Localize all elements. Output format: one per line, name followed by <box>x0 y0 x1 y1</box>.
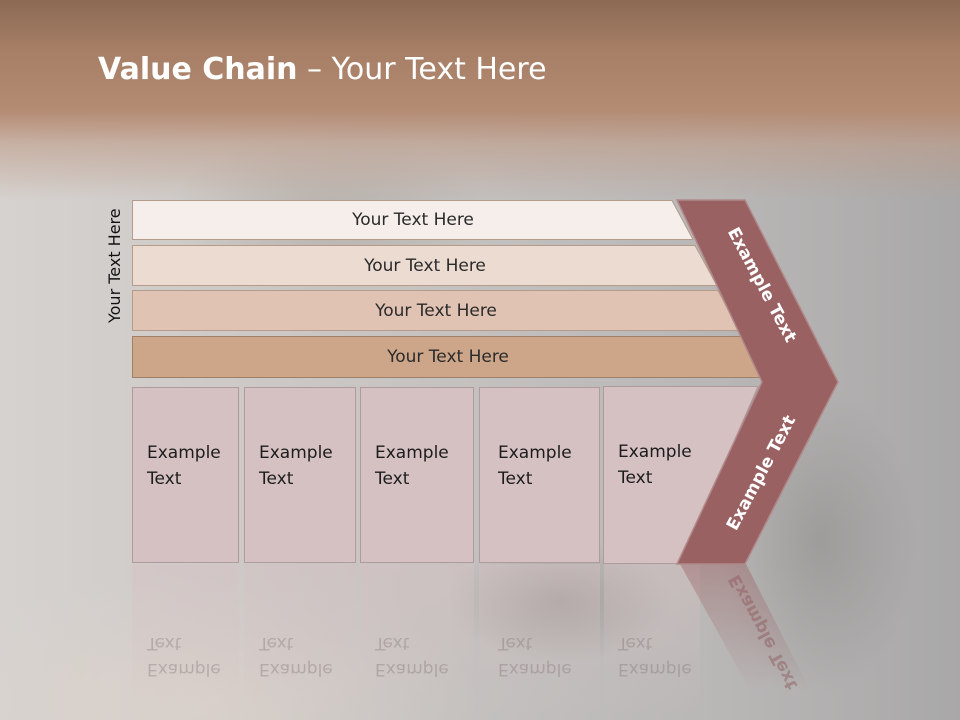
box-1-label: Example Text <box>147 443 221 489</box>
box-3: Example Text <box>360 387 474 563</box>
bar-4-label: Your Text Here <box>387 347 509 367</box>
bar-2-label: Your Text Here <box>364 255 486 276</box>
box-2-label: Example Text <box>259 443 333 489</box>
box-5-label: Example Text <box>618 442 692 488</box>
box-4-label: Example Text <box>498 443 572 489</box>
box-2: Example Text <box>244 387 356 563</box>
title-rest: – Your Text Here <box>297 52 547 87</box>
bar-1-label: Your Text Here <box>352 210 474 230</box>
bar-1: Your Text Here <box>132 200 694 240</box>
bar-2: Your Text Here <box>132 245 718 286</box>
box-4: Example Text <box>479 387 600 563</box>
title-band <box>0 0 960 200</box>
title-bold: Value Chain <box>98 52 298 87</box>
slide-title: Value Chain – Your Text Here <box>98 52 547 87</box>
bar-4: Your Text Here <box>132 336 764 378</box>
box-1: Example Text <box>132 387 239 563</box>
box-3-label: Example Text <box>375 443 449 489</box>
bar-3: Your Text Here <box>132 290 740 331</box>
bar-3-label: Your Text Here <box>375 300 497 321</box>
